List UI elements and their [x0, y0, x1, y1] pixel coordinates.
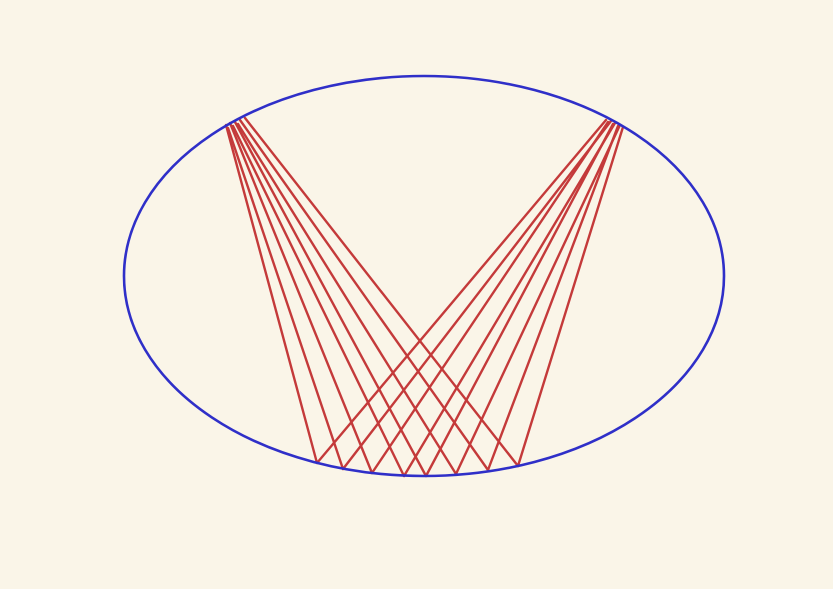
chord-line-7: [243, 116, 520, 468]
chords-group: [224, 116, 625, 478]
chord-line-14: [341, 119, 613, 471]
chord-line-5: [236, 122, 458, 476]
chord-line-4: [233, 120, 428, 478]
chord-line-6: [238, 118, 490, 472]
chord-line-12: [402, 121, 617, 478]
chord-line-1: [226, 126, 345, 471]
chord-line-3: [231, 124, 406, 478]
chord-line-9: [486, 124, 620, 472]
chord-line-10: [454, 123, 622, 476]
chord-line-0: [224, 123, 319, 465]
chord-line-2: [228, 121, 374, 475]
chord-line-13: [370, 120, 610, 475]
chord-line-11: [424, 122, 615, 478]
ellipse: [122, 74, 726, 478]
chord-line-15: [315, 118, 608, 465]
chord-line-8: [516, 125, 625, 468]
